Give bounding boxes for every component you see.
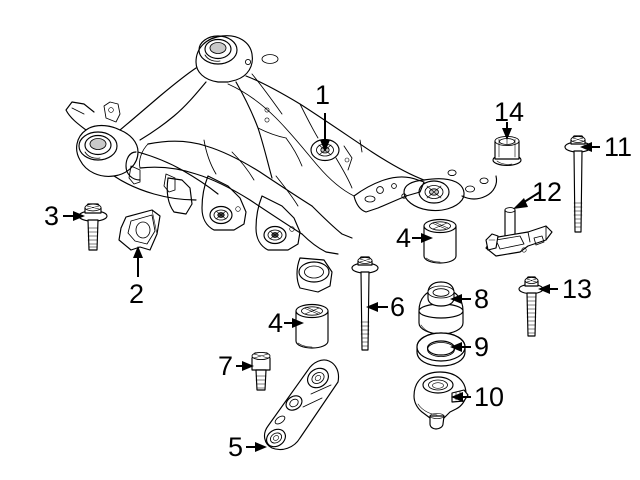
part-12-pin-bracket[interactable] (485, 207, 553, 257)
callout-number-13: 13 (562, 274, 593, 304)
part-7-hex-bolt[interactable] (251, 351, 271, 391)
callout-number-14: 14 (494, 97, 525, 127)
part-11-long-bolt[interactable] (564, 135, 592, 233)
part-1-crossmember[interactable] (65, 35, 498, 293)
part-9-washer-ring[interactable] (416, 332, 466, 367)
part-3-flange-bolt[interactable] (78, 203, 108, 251)
part-13-flange-bolt[interactable] (518, 276, 544, 337)
leader-lines (63, 113, 600, 452)
part-6-long-bolt[interactable] (351, 256, 379, 351)
callout-number-9: 9 (474, 332, 490, 362)
callout-number-8: 8 (474, 284, 490, 314)
part-2-bracket-plate[interactable] (118, 209, 161, 251)
part-4-bushing-upper[interactable] (423, 218, 457, 264)
callout-number-1: 1 (315, 80, 331, 110)
callout-number-4-upper: 4 (396, 223, 412, 253)
callout-number-3: 3 (44, 201, 60, 231)
callout-number-6: 6 (390, 292, 406, 322)
part-10-crossmember-mount[interactable] (413, 371, 469, 430)
callout-number-2: 2 (129, 279, 145, 309)
part-14-flange-nut[interactable] (492, 135, 522, 166)
callout-number-12: 12 (532, 177, 563, 207)
callout-number-7: 7 (218, 351, 234, 381)
part-4-bushing-lower[interactable] (295, 303, 329, 349)
callout-number-10: 10 (474, 382, 505, 412)
part-5-support-arm[interactable] (263, 359, 340, 451)
callout-number-5: 5 (228, 432, 244, 462)
callout-number-4-lower: 4 (268, 308, 284, 338)
part-8-mount-cap[interactable] (418, 281, 464, 335)
callout-number-11: 11 (604, 132, 633, 162)
